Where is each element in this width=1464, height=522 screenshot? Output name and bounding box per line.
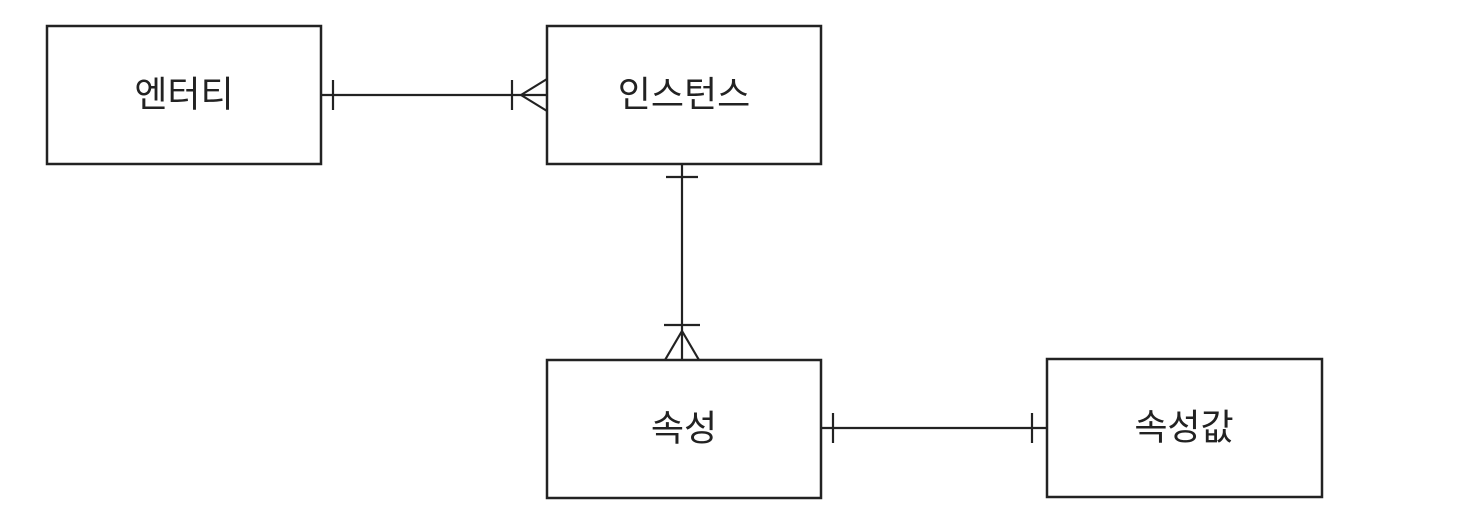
entity-box-instance (545, 24, 823, 166)
entity-label-attribute: 속성 (651, 409, 717, 450)
entity-label-entity: 엔터티 (134, 75, 233, 116)
crowfoot-upper-instance (520, 78, 548, 96)
relationship-instance-attribute[interactable] (664, 164, 700, 361)
entity-label-instance: 인스턴스 (618, 75, 750, 116)
entity-box-attribute (545, 358, 823, 500)
entity-node-attribute-value[interactable]: 속성값 (1045, 357, 1324, 499)
relationship-entity-instance[interactable] (321, 78, 548, 112)
crowfoot-lower-instance (520, 94, 548, 112)
entity-box-entity (45, 24, 323, 166)
crowfoot-left-attribute (664, 330, 683, 361)
entity-node-instance[interactable]: 인스턴스 (545, 24, 823, 166)
entity-node-attribute[interactable]: 속성 (545, 358, 823, 500)
crowfoot-right-attribute (681, 330, 700, 361)
entity-node-entity[interactable]: 엔터티 (45, 24, 323, 166)
entity-label-attribute-value: 속성값 (1134, 408, 1233, 449)
relationship-attribute-value[interactable] (821, 413, 1047, 443)
entity-box-attribute-value (1045, 357, 1324, 499)
